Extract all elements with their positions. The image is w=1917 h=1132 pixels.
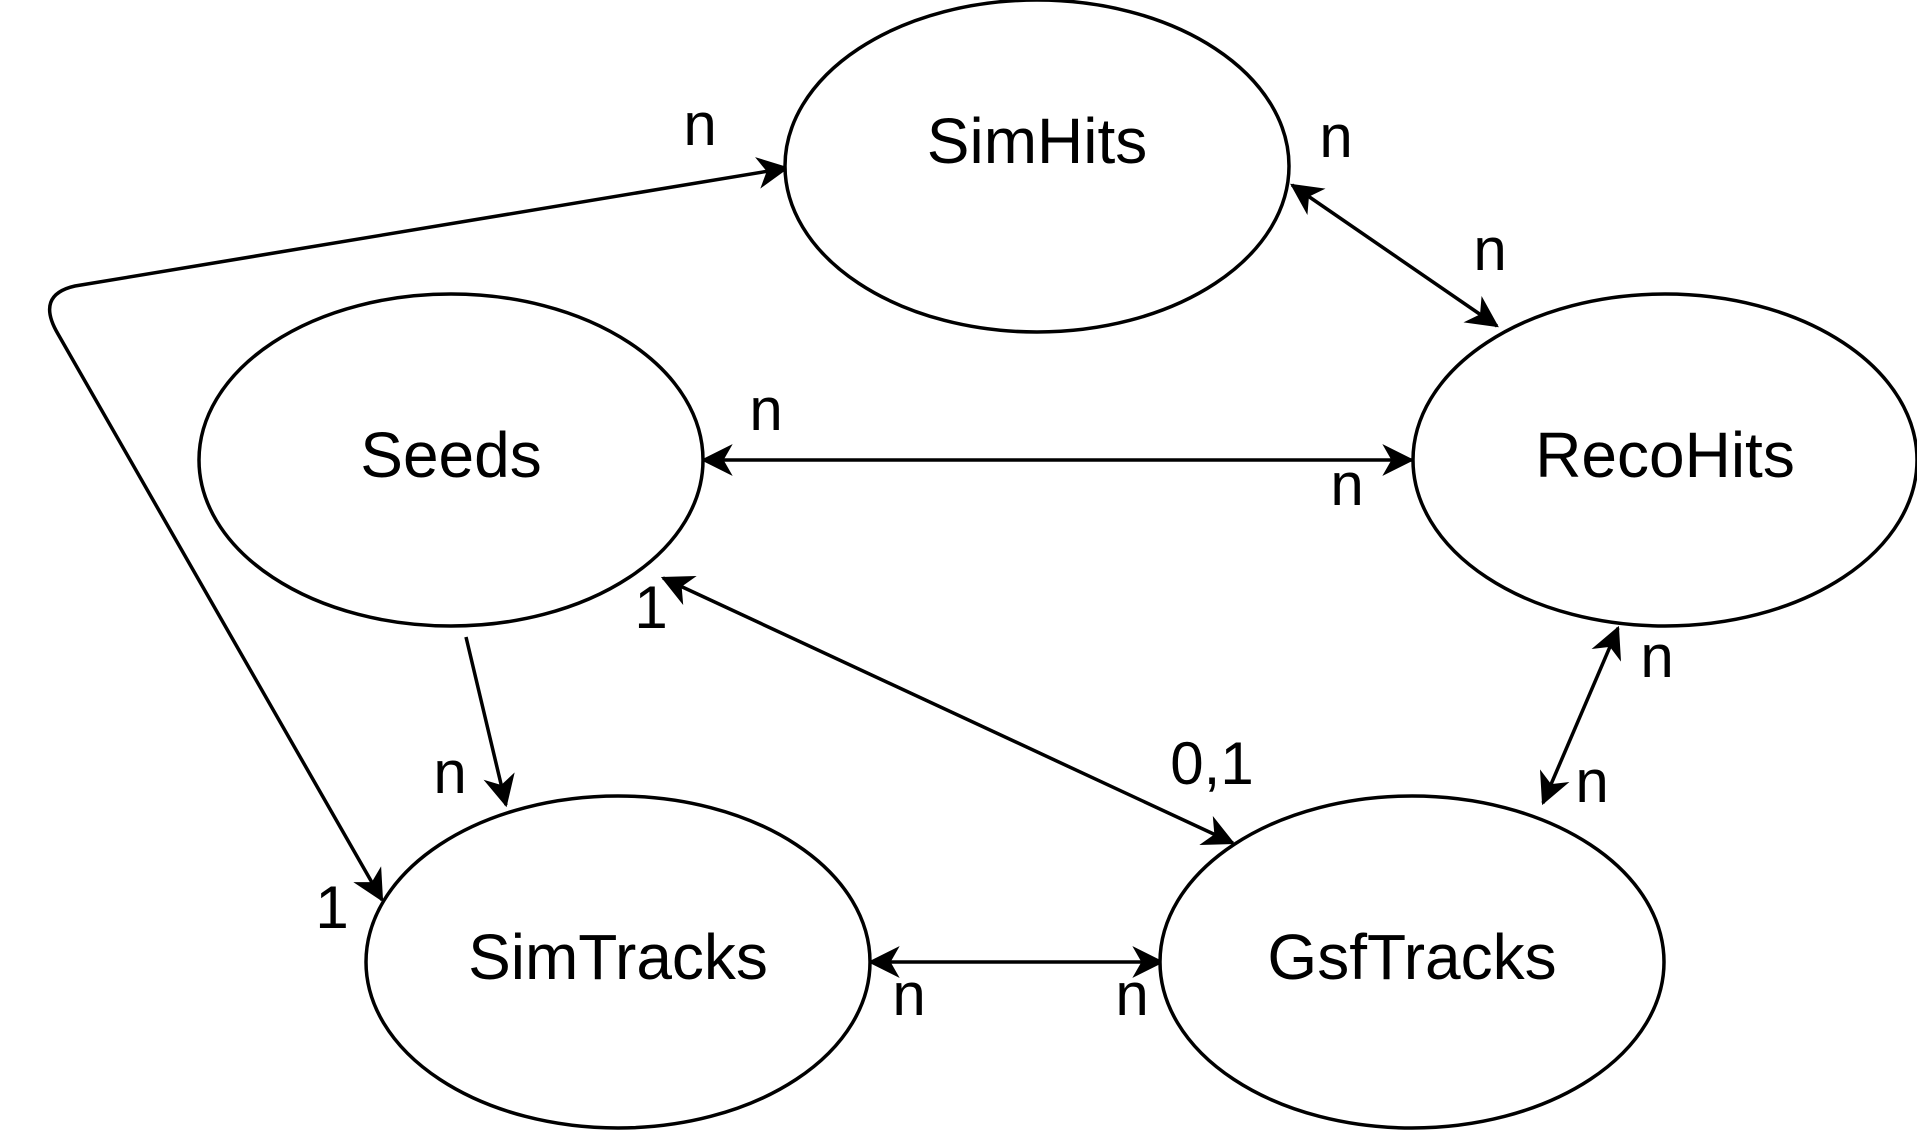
cardinality-label: n xyxy=(683,91,716,158)
cardinality-label: n xyxy=(1473,216,1506,283)
edge-seeds-gsftracks xyxy=(660,576,1236,845)
cardinality-label: n xyxy=(1330,451,1363,518)
node-gsftracks[interactable]: GsfTracks xyxy=(1158,794,1666,1130)
node-label: GsfTracks xyxy=(1267,921,1556,993)
node-label: Seeds xyxy=(360,419,541,491)
edges xyxy=(47,157,1622,978)
edge-seeds-simtracks xyxy=(464,636,515,808)
cardinality-label: 0,1 xyxy=(1170,730,1253,797)
cardinality-label: n xyxy=(1640,623,1673,690)
cardinality-label: 1 xyxy=(634,574,667,641)
edge-recohits-gsftracks xyxy=(1539,625,1622,806)
cardinality-label: n xyxy=(433,739,466,806)
cardinality-label: n xyxy=(1575,748,1608,815)
cardinality-label: n xyxy=(892,961,925,1028)
cardinality-label: 1 xyxy=(315,874,348,941)
node-seeds[interactable]: Seeds xyxy=(197,292,705,628)
node-simtracks[interactable]: SimTracks xyxy=(364,794,872,1130)
cardinality-labels: n n n n n 1 0,1 n n n 1 n n xyxy=(315,91,1673,1028)
edge-simhits-recohits xyxy=(1290,183,1499,328)
cardinality-label: n xyxy=(1319,103,1352,170)
node-label: SimHits xyxy=(927,105,1147,177)
node-recohits[interactable]: RecoHits xyxy=(1411,292,1917,628)
node-label: SimTracks xyxy=(468,921,768,993)
cardinality-label: n xyxy=(1115,961,1148,1028)
node-simhits[interactable]: SimHits xyxy=(783,0,1291,334)
edge-simtracks-simhits xyxy=(47,157,790,902)
cardinality-label: n xyxy=(749,376,782,443)
node-label: RecoHits xyxy=(1535,419,1795,491)
